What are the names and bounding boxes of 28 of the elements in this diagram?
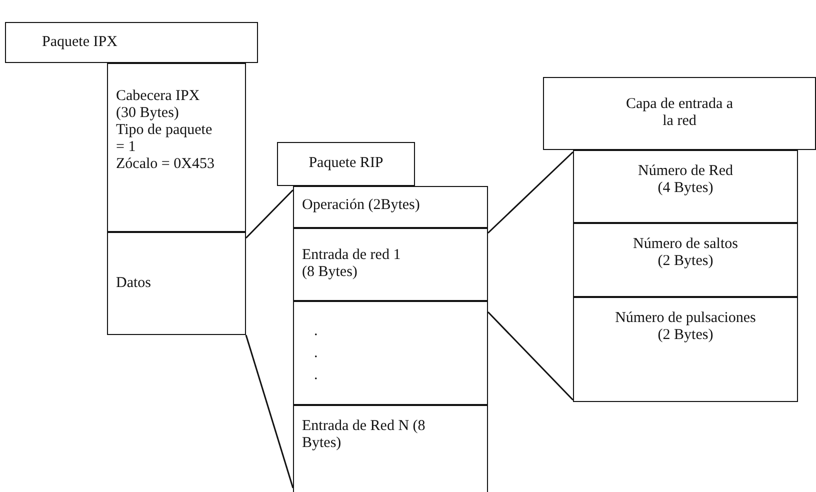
packet-field xyxy=(293,405,488,492)
packet-field xyxy=(573,297,798,402)
field-label: Número de pulsaciones (2 Bytes) xyxy=(614,310,757,344)
field-label: Entrada de red 1 (8 Bytes) xyxy=(302,247,402,281)
field-label: Datos xyxy=(116,275,151,292)
field-label: Paquete IPX xyxy=(42,34,118,51)
field-label: Zócalo = 0X453 xyxy=(116,156,216,173)
packet-field xyxy=(293,186,488,228)
field-label: Entrada de Red N (8 Bytes) xyxy=(302,418,426,452)
packet-field xyxy=(293,228,488,301)
field-label: Número de saltos (2 Bytes) xyxy=(632,236,739,270)
header-box xyxy=(277,142,415,186)
header-box xyxy=(5,22,258,63)
packet-field xyxy=(293,301,488,405)
field-label: Operación (2Bytes) xyxy=(302,197,421,214)
ellipsis-dots: . . . xyxy=(314,322,318,385)
packet-field xyxy=(573,150,798,223)
field-label: Tipo de paquete = 1 xyxy=(116,122,214,156)
expansion-line xyxy=(245,334,294,488)
field-label: Paquete RIP xyxy=(308,155,384,172)
packet-field xyxy=(573,223,798,297)
expansion-line xyxy=(487,311,574,401)
field-label: Número de Red (4 Bytes) xyxy=(637,163,734,197)
header-box xyxy=(543,77,816,150)
packet-field xyxy=(107,63,246,232)
packet-field xyxy=(107,232,246,335)
field-label: Cabecera IPX (30 Bytes) xyxy=(116,88,201,122)
field-label: Capa de entrada a la red xyxy=(624,96,734,130)
